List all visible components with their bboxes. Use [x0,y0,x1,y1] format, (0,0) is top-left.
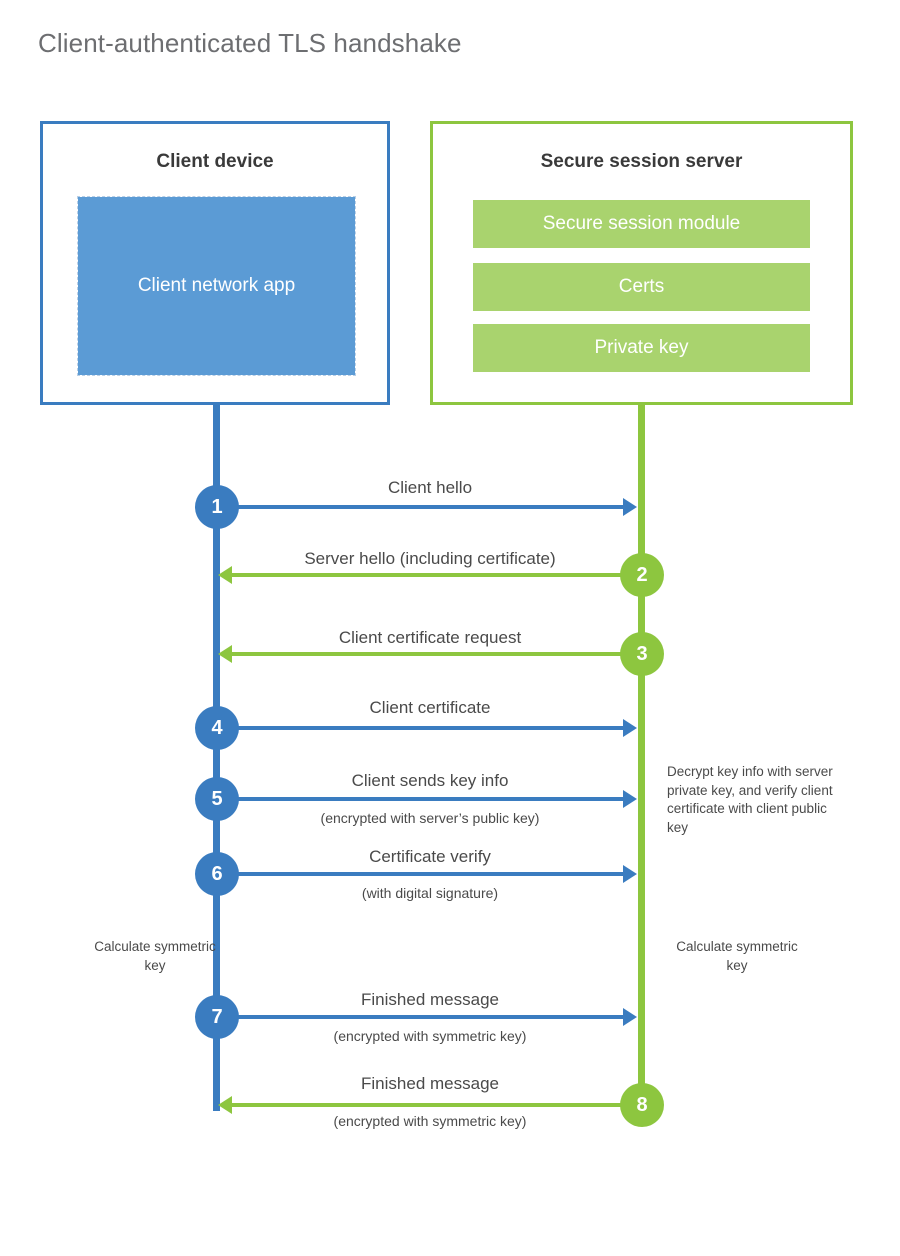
step-5-arrow-head [623,790,637,808]
step-3-arrow-head [218,645,232,663]
step-4-arrow-line [220,726,625,730]
step-6-marker[interactable]: 6 [195,852,239,896]
step-7-sublabel: (encrypted with symmetric key) [333,1028,527,1044]
step-2-marker[interactable]: 2 [620,553,664,597]
step-7-arrow-head [623,1008,637,1026]
step-2-label: Server hello (including certificate) [304,549,556,568]
step-1-label: Client hello [387,478,473,497]
client-device-title: Client device [156,151,274,172]
step-1-arrow-line [220,505,625,509]
step-3-marker[interactable]: 3 [620,632,664,676]
step-5-arrow-line [220,797,625,801]
step-3-label: Client certificate request [338,628,522,647]
step-7-arrow-line [220,1015,625,1019]
server-lifeline [638,405,645,1107]
step-8-arrow-head [218,1096,232,1114]
step-1-marker[interactable]: 1 [195,485,239,529]
step-6-arrow-head [623,865,637,883]
step-1-arrow-head [623,498,637,516]
client-network-app-block: Client network app [77,196,356,376]
step-5-label: Client sends key info [351,771,509,790]
page-title: Client-authenticated TLS handshake [38,28,462,58]
step-8-label: Finished message [361,1074,499,1093]
step-8-sublabel: (encrypted with symmetric key) [333,1113,527,1129]
step-6-label: Certificate verify [369,847,491,866]
step-4-marker[interactable]: 4 [195,706,239,750]
step-4-label: Client certificate [369,698,491,717]
step-8-arrow-line [232,1103,627,1107]
note-calculate-symmetric-key-server: Calculate symmetric key [676,939,798,973]
step-7-marker[interactable]: 7 [195,995,239,1039]
step-6-arrow-line [220,872,625,876]
server-component-certs: Certs [473,263,810,311]
step-6-sublabel: (with digital signature) [361,885,499,901]
server-component-secure-session-module: Secure session module [473,200,810,248]
client-lifeline [213,405,220,1111]
step-3-arrow-line [232,652,627,656]
secure-session-server-title: Secure session server [540,151,743,172]
note-decrypt-key-info: Decrypt key info with server private key… [667,764,833,835]
step-8-marker[interactable]: 8 [620,1083,664,1127]
step-2-arrow-line [232,573,627,577]
step-5-sublabel: (encrypted with server’s public key) [320,810,540,826]
server-component-private-key: Private key [473,324,810,372]
step-7-label: Finished message [361,990,499,1009]
step-5-marker[interactable]: 5 [195,777,239,821]
step-4-arrow-head [623,719,637,737]
step-2-arrow-head [218,566,232,584]
note-calculate-symmetric-key-client: Calculate symmetric key [94,939,216,973]
